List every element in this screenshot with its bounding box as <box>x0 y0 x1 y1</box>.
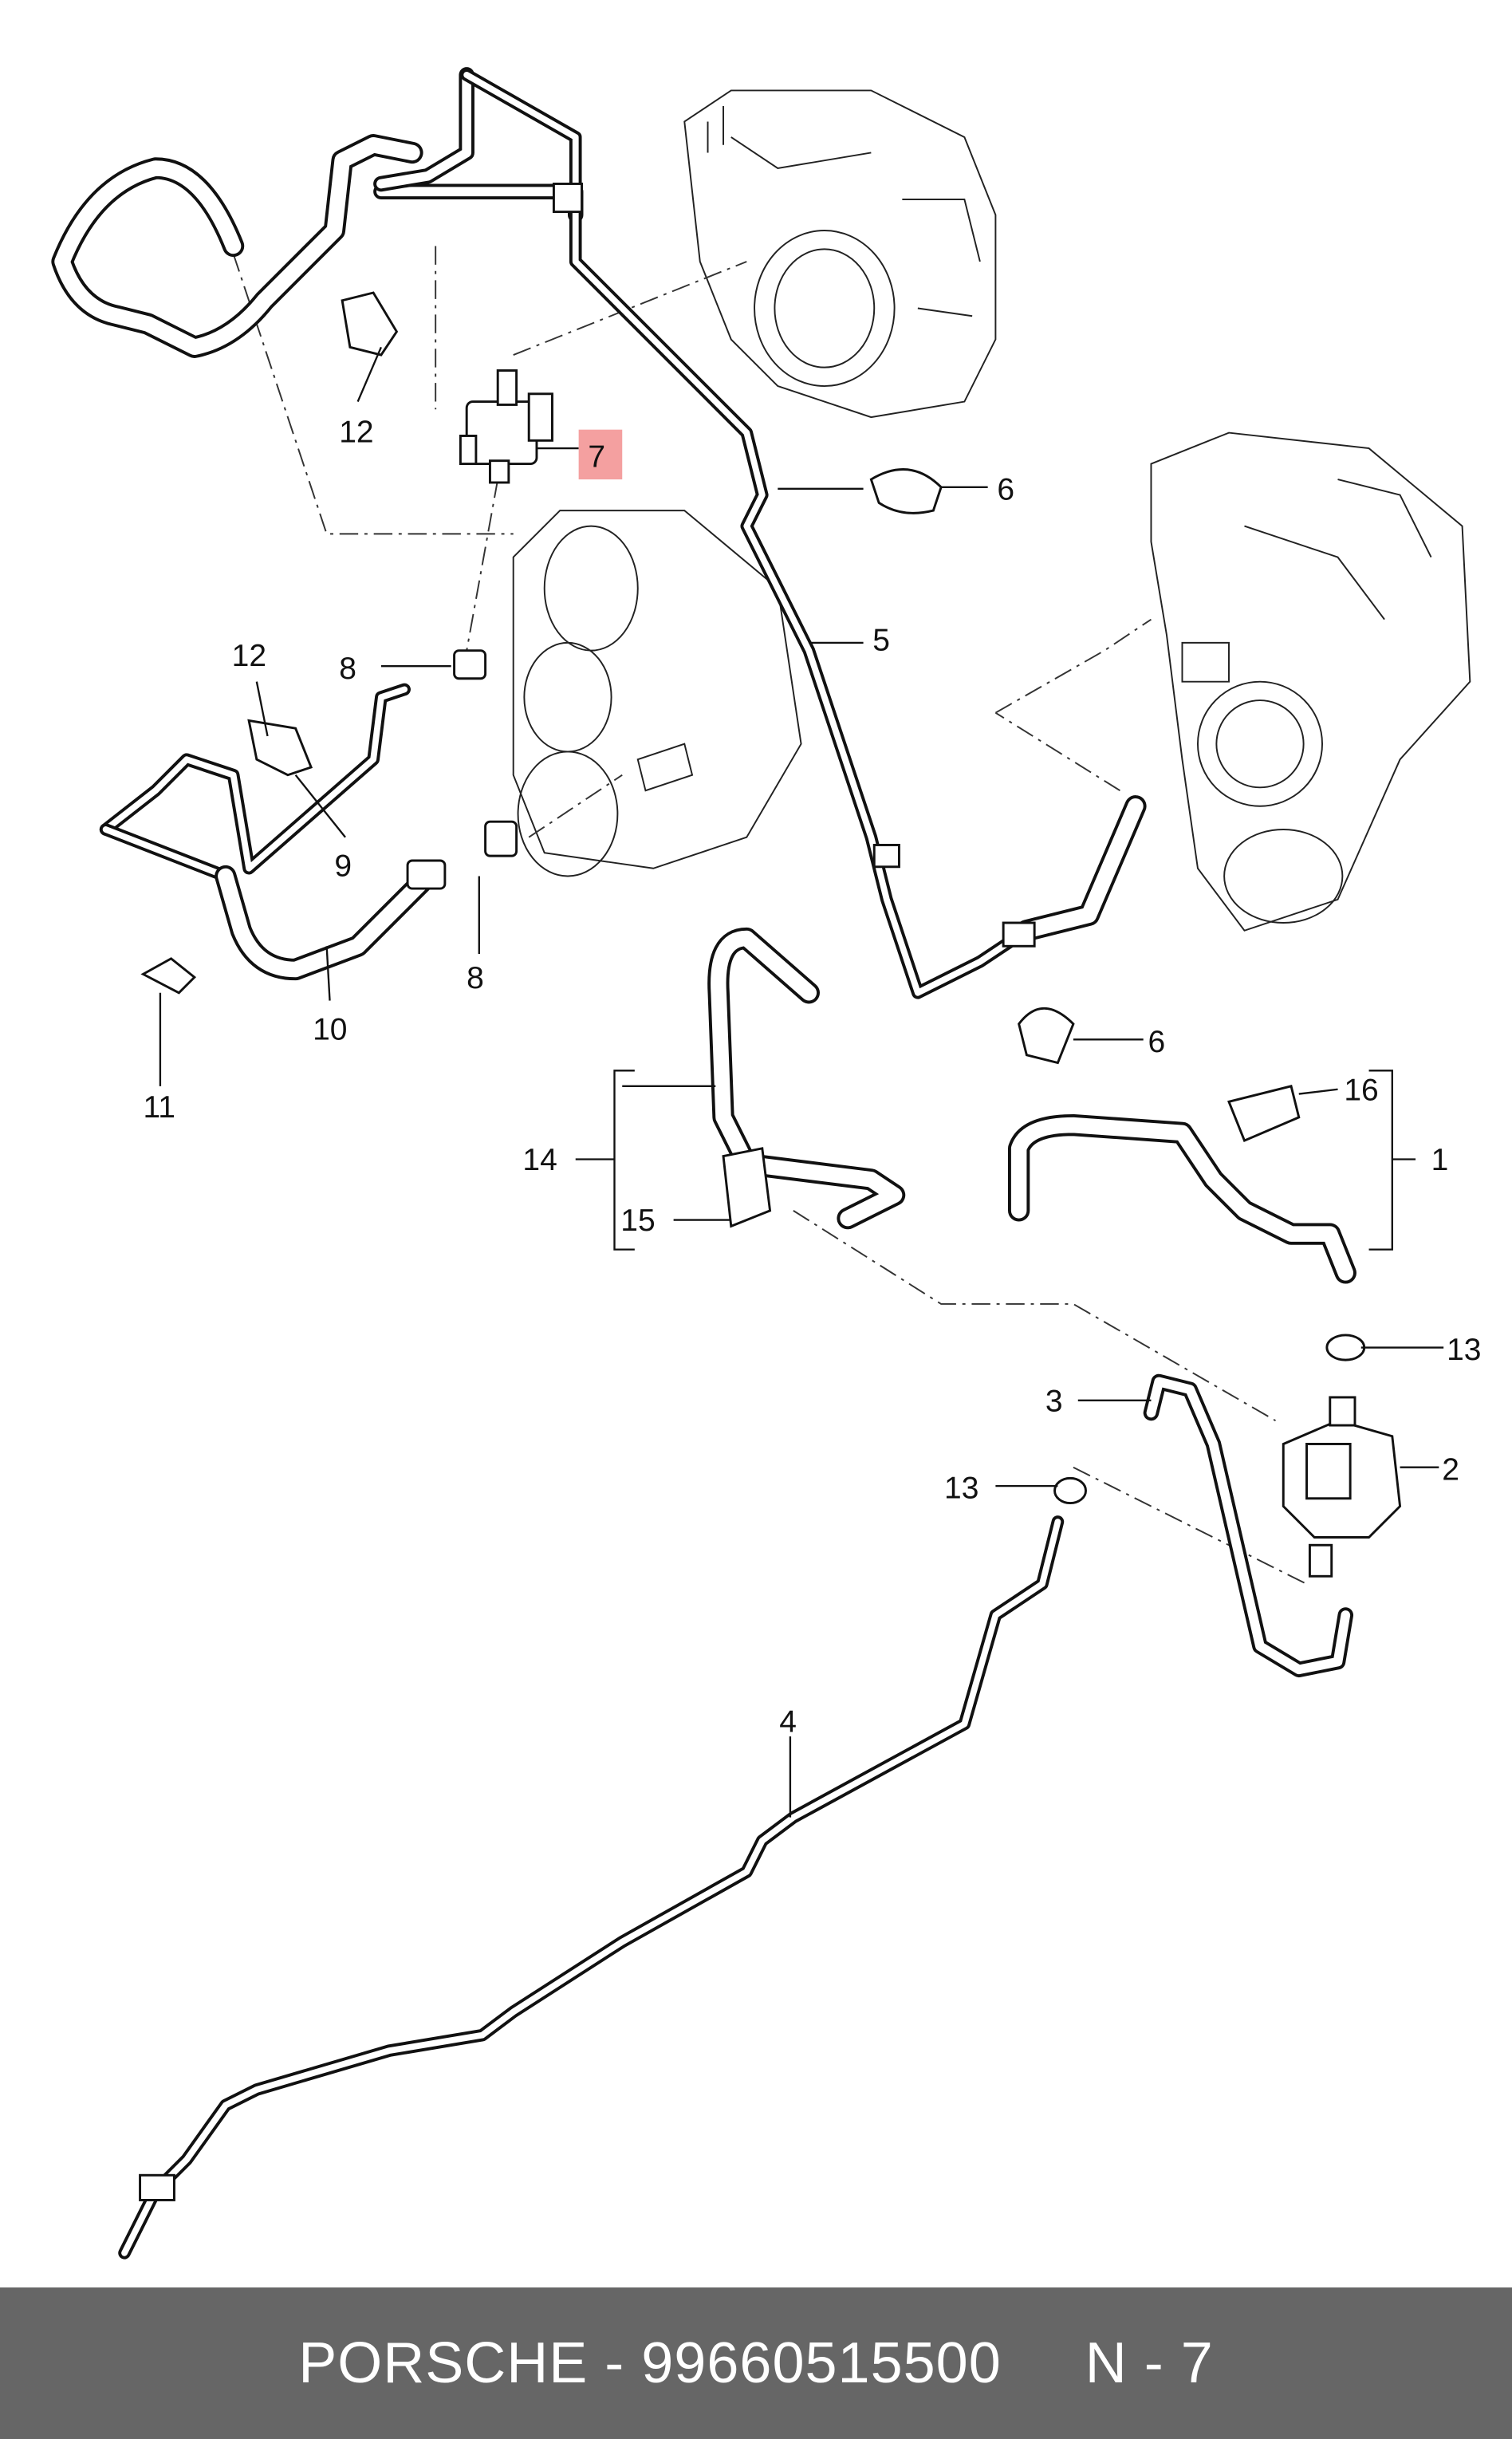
callout-10: 10 <box>313 1012 347 1046</box>
clip-11 <box>140 957 197 995</box>
callout-14: 14 <box>522 1143 557 1177</box>
callout-9: 9 <box>334 849 352 883</box>
solenoid-valve-7 <box>459 369 553 484</box>
throttle-body-sketch <box>683 89 997 419</box>
callout-3: 3 <box>1045 1385 1063 1419</box>
purge-valve-2 <box>1282 1396 1402 1578</box>
clamp-6b <box>1018 1007 1075 1065</box>
connector-8b <box>484 820 518 857</box>
turbocharger-sketch <box>1150 431 1471 932</box>
callout-4: 4 <box>779 1704 797 1739</box>
callout-7-highlight <box>578 429 623 480</box>
footer-part-reference: PORSCHE - 99660515500 N - 7 <box>298 2331 1214 2395</box>
intake-manifold-sketch <box>512 510 802 877</box>
components <box>139 183 1402 2201</box>
exploded-parts-diagram: 12 7 6 5 12 8 9 8 10 6 16 11 14 1 15 13 … <box>51 67 1481 2260</box>
callout-2: 2 <box>1442 1452 1459 1487</box>
callout-1: 1 <box>1431 1143 1449 1177</box>
clamp-13b <box>1053 1476 1087 1505</box>
callout-7: 7 <box>588 439 605 474</box>
callout-8a: 8 <box>339 652 356 686</box>
callout-13b: 13 <box>944 1472 978 1506</box>
clamp-12b <box>247 719 313 777</box>
callout-15: 15 <box>620 1204 655 1238</box>
callout-6b: 6 <box>1148 1025 1166 1059</box>
connector-8a <box>453 649 487 680</box>
callout-16: 16 <box>1344 1073 1378 1107</box>
callout-5: 5 <box>872 624 890 658</box>
callout-12b: 12 <box>232 639 266 673</box>
clamp-12a <box>341 291 399 357</box>
callout-13a: 13 <box>1447 1333 1481 1367</box>
clamp-15 <box>722 1147 772 1228</box>
clamp-16 <box>1227 1085 1301 1143</box>
callout-6a: 6 <box>997 472 1014 506</box>
leader-dash-lines <box>232 246 1307 1585</box>
clamp-13a <box>1325 1334 1366 1361</box>
callout-8b: 8 <box>467 961 484 995</box>
clamp-6a <box>869 468 943 514</box>
callout-11: 11 <box>143 1090 175 1125</box>
callout-leaders <box>159 346 1444 1818</box>
callout-labels: 12 7 6 5 12 8 9 8 10 6 16 11 14 1 15 13 … <box>143 415 1481 1739</box>
footer-bar: PORSCHE - 99660515500 N - 7 <box>0 2287 1512 2439</box>
callout-12a: 12 <box>339 415 373 449</box>
hoses <box>51 67 1356 2260</box>
